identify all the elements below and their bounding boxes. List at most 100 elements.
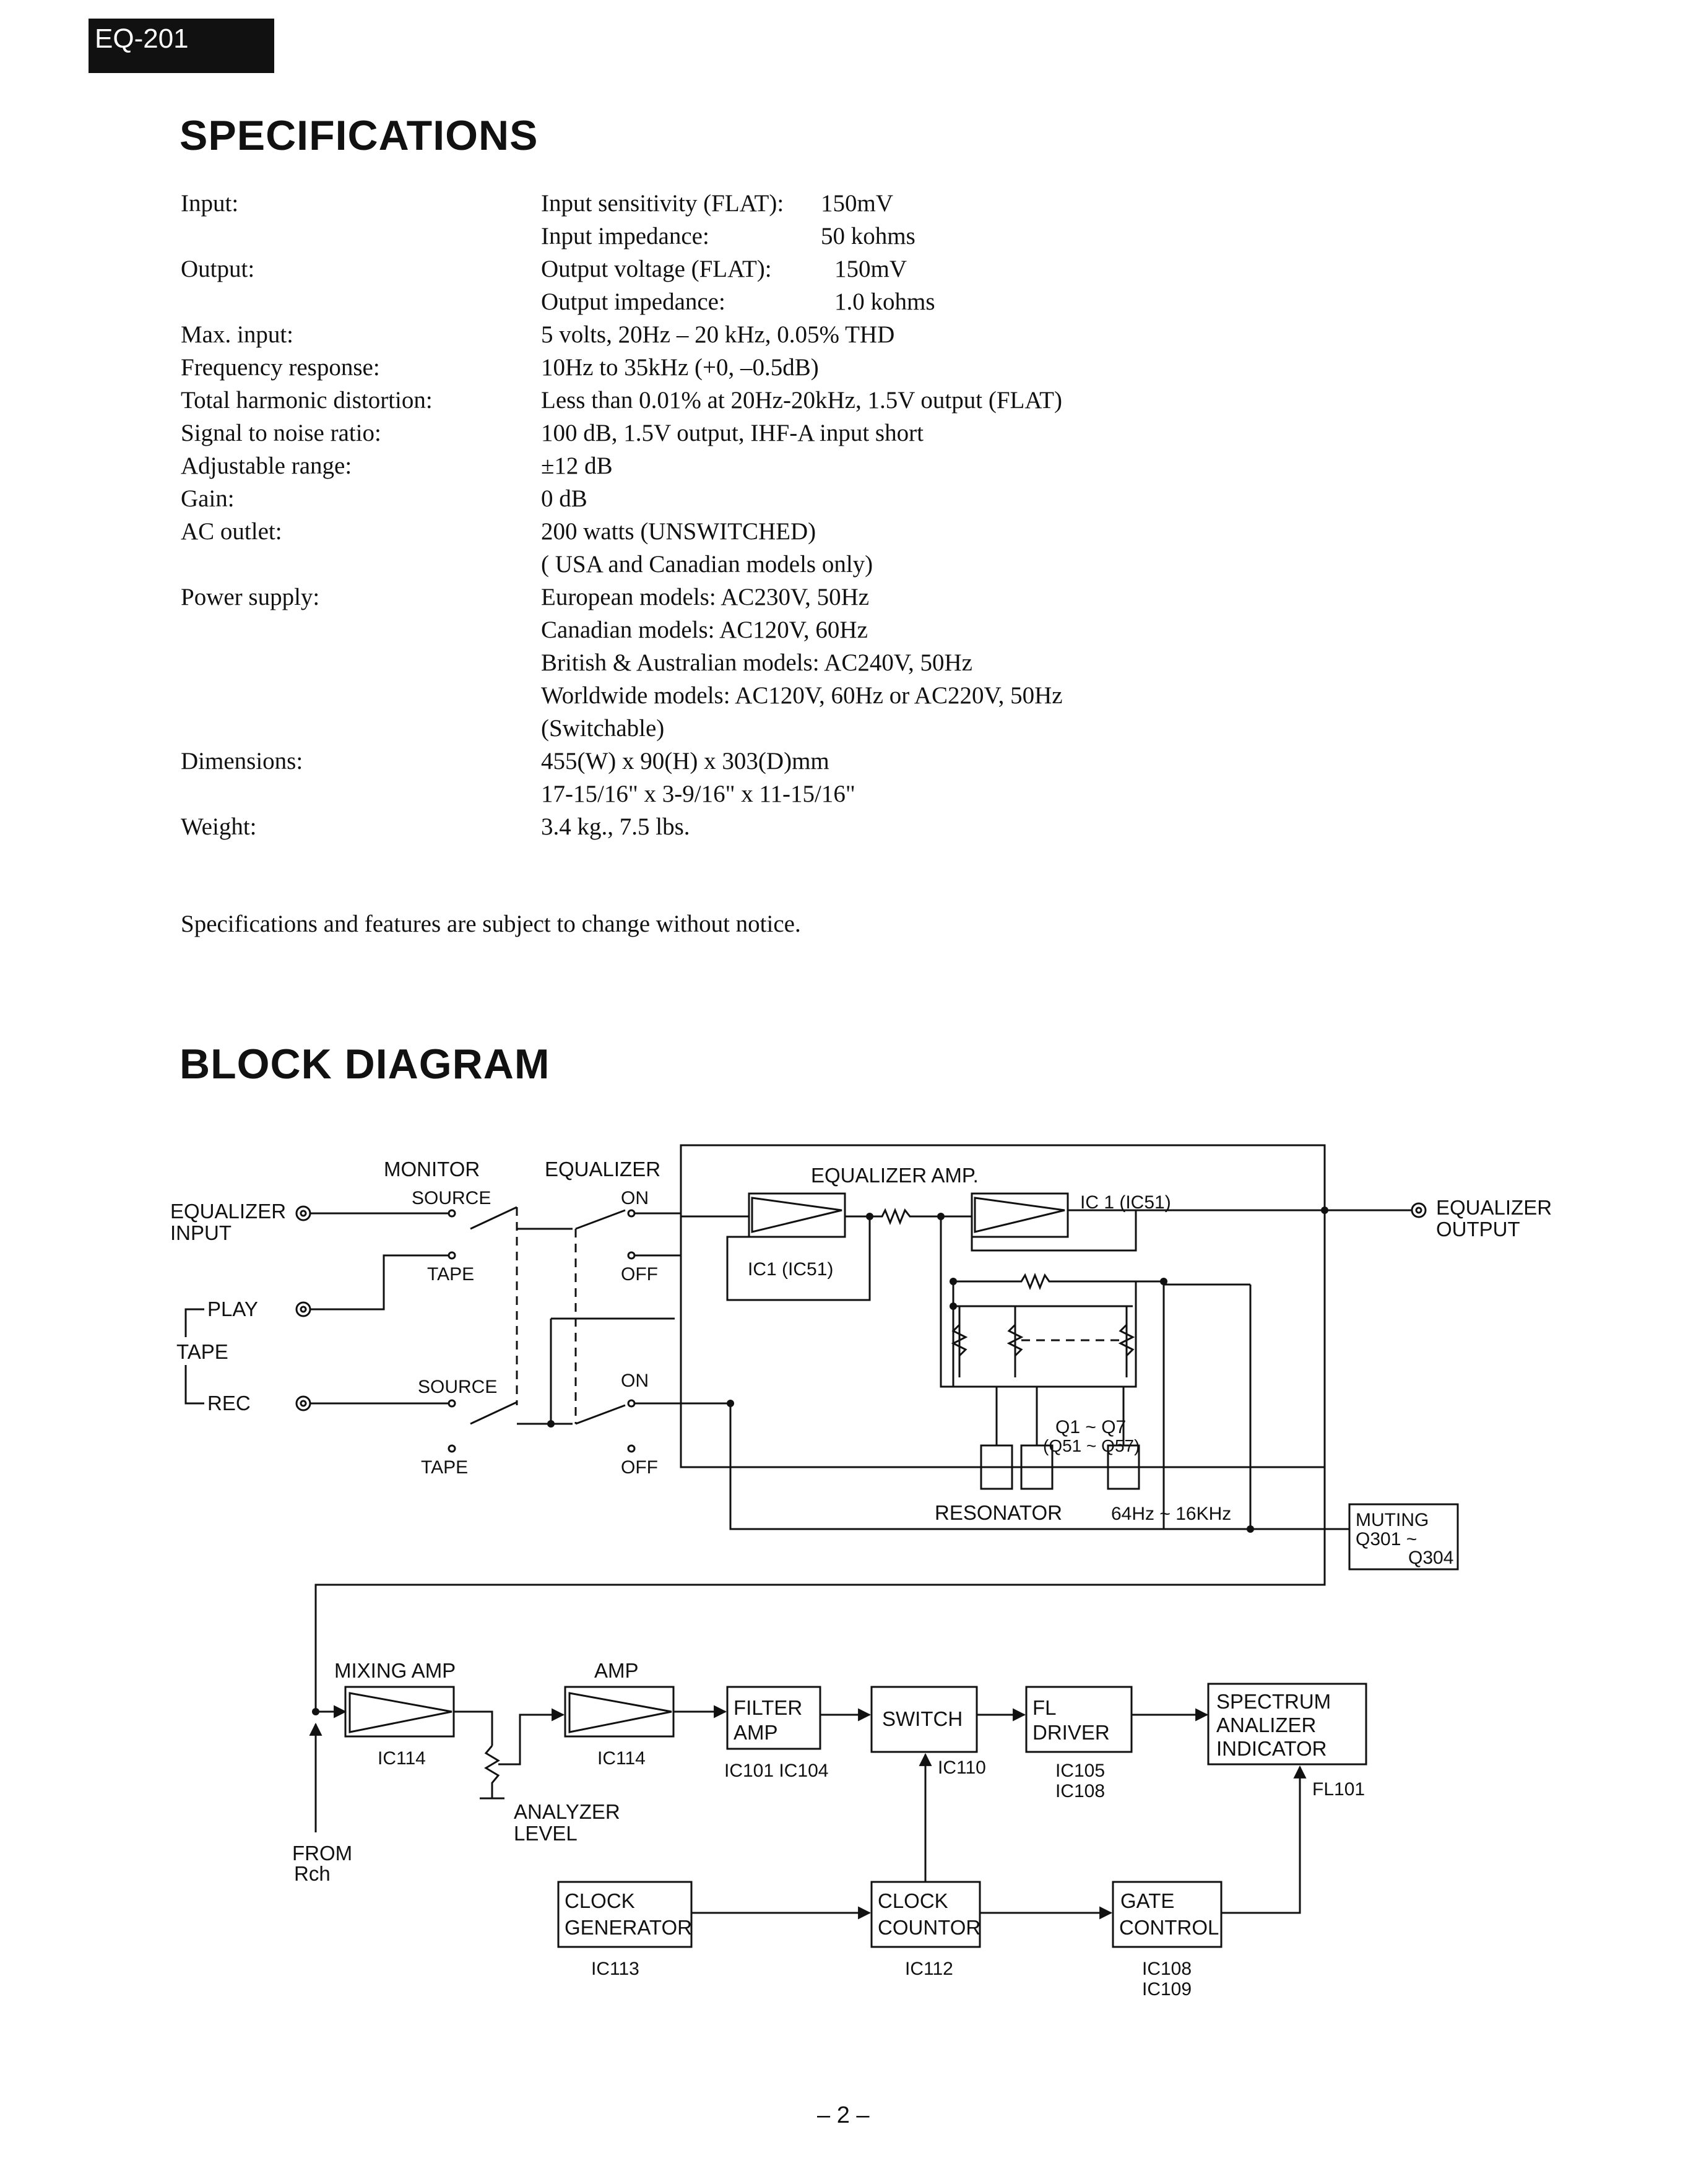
equalizer-amp-frame: [680, 1144, 1326, 1468]
spectrum-analizer-indicator-block: [1207, 1683, 1367, 1766]
label-play: PLAY: [207, 1298, 258, 1320]
equalizer-output-jack: [1411, 1202, 1427, 1218]
spec-row: Gain: 0 dB: [181, 482, 1233, 515]
label-muting-2: Q301 ~: [1356, 1529, 1417, 1549]
spec-value-part: 100 dB, 1.5V output, IHF-A input short: [541, 420, 924, 446]
label-from-1: FROM: [292, 1842, 352, 1865]
label-tape-bottom: TAPE: [421, 1457, 468, 1478]
spec-value-part: 3.4 kg., 7.5 lbs.: [541, 813, 690, 840]
label-analyzer-1: ANALYZER: [514, 1800, 620, 1823]
spec-value-line: 100 dB, 1.5V output, IHF-A input short: [541, 417, 1222, 449]
label-filter-2: AMP: [734, 1721, 778, 1744]
label-spectrum-3: INDICATOR: [1216, 1737, 1327, 1760]
label-fl-1: FL: [1032, 1696, 1057, 1719]
spec-value-part: 17-15/16" x 3-9/16" x 11-15/16": [541, 781, 855, 807]
ic1-right-amp-triangle: [974, 1197, 1065, 1233]
label-spectrum-1: SPECTRUM: [1216, 1690, 1331, 1713]
label-amp: AMP: [594, 1659, 639, 1682]
monitor-switch-lever-top: [470, 1206, 517, 1230]
ic1-left-amp-triangle: [751, 1197, 842, 1233]
spec-value-part: Input sensitivity (FLAT):: [541, 190, 784, 217]
spec-row: Adjustable range:±12 dB: [181, 449, 1233, 482]
label-filter-1: FILTER: [734, 1696, 802, 1719]
specifications-note: Specifications and features are subject …: [181, 911, 801, 937]
spec-value-line: European models: AC230V, 50Hz: [541, 581, 1222, 613]
monitor-switch-tape-top: [448, 1251, 456, 1260]
spec-row: Max. input:5 volts, 20Hz – 20 kHz, 0.05%…: [181, 318, 1233, 351]
label-gate-control-ic2: IC109: [1142, 1979, 1192, 2000]
spec-value-line: 3.4 kg., 7.5 lbs.: [541, 810, 1222, 843]
spec-value-line: 200 watts (UNSWITCHED): [541, 515, 1222, 548]
spec-label: Gain:: [181, 485, 235, 512]
muting-block: [1348, 1503, 1459, 1571]
label-clock-generator-2: GENERATOR: [565, 1916, 692, 1939]
equalizer-switch-lever-bottom: [575, 1404, 626, 1425]
label-equalizer-switch: EQUALIZER: [545, 1158, 660, 1181]
label-muting-1: MUTING: [1356, 1510, 1429, 1530]
label-ic1-left: IC1 (IC51): [748, 1259, 833, 1280]
label-ic1-right: IC 1 (IC51): [1080, 1192, 1171, 1213]
label-gate-control-ic1: IC108: [1142, 1959, 1192, 1979]
label-eq-output-1: EQUALIZER: [1436, 1196, 1552, 1219]
label-clock-generator-1: CLOCK: [565, 1889, 635, 1912]
label-fl-ic1: IC105: [1055, 1761, 1105, 1781]
spec-value-line: 0 dB: [541, 482, 1222, 515]
block-diagram-heading: BLOCK DIAGRAM: [180, 1041, 550, 1088]
spec-value-part: Canadian models: AC120V, 60Hz: [541, 617, 868, 643]
label-eq-output-2: OUTPUT: [1436, 1218, 1520, 1241]
label-clock-countor-ic: IC112: [905, 1959, 953, 1979]
spec-value-line: Less than 0.01% at 20Hz-20kHz, 1.5V outp…: [541, 384, 1222, 417]
fl-driver-block: [1025, 1686, 1133, 1753]
label-eq-input-1: EQUALIZER: [170, 1200, 286, 1223]
spec-value-part: Output impedance:: [541, 288, 725, 315]
label-monitor: MONITOR: [384, 1158, 480, 1181]
label-gate-control-2: CONTROL: [1119, 1916, 1219, 1939]
spec-value-line: 455(W) x 90(H) x 303(D)mm: [541, 745, 1222, 778]
label-clock-countor-2: COUNTOR: [878, 1916, 980, 1939]
spec-value-line: 10Hz to 35kHz (+0, –0.5dB): [541, 351, 1222, 384]
spec-value-part: Input impedance:: [541, 223, 709, 249]
spec-value-part: 10Hz to 35kHz (+0, –0.5dB): [541, 354, 819, 381]
spec-value-part: 200 watts (UNSWITCHED): [541, 518, 816, 545]
label-rec: REC: [207, 1392, 251, 1415]
spec-label: Dimensions:: [181, 748, 303, 774]
label-ic114-a: IC114: [378, 1748, 426, 1769]
spec-value-line: ±12 dB: [541, 449, 1222, 482]
spec-value-part: 1.0 kohms: [834, 288, 935, 315]
label-on-bottom: ON: [621, 1371, 649, 1391]
spec-label: Frequency response:: [181, 354, 380, 381]
switch-block: [870, 1686, 978, 1753]
spec-value-line: Worldwide models: AC120V, 60Hz or AC220V…: [541, 679, 1222, 712]
spec-value-line: ( USA and Canadian models only): [541, 548, 1222, 581]
label-fl-2: DRIVER: [1032, 1721, 1110, 1744]
ic1-left-amp: [748, 1192, 846, 1238]
label-from-2: Rch: [294, 1862, 331, 1885]
spec-label: Weight:: [181, 813, 257, 840]
spec-value-line: Canadian models: AC120V, 60Hz: [541, 613, 1222, 646]
spec-label: Input:: [181, 190, 239, 217]
label-analyzer-2: LEVEL: [514, 1822, 578, 1845]
block-diagram: EQUALIZER INPUT MONITOR EQUALIZER SOURCE…: [170, 1144, 1552, 2000]
spec-row: Power supply:European models: AC230V, 50…: [181, 581, 1233, 745]
equalizer-switch-lever-top: [575, 1209, 626, 1230]
spec-label: AC outlet:: [181, 518, 282, 545]
spec-label: Max. input:: [181, 321, 293, 348]
spec-value-part: 150mV: [821, 190, 893, 217]
label-q51-q57: (Q51 ~ Q57): [1043, 1436, 1140, 1455]
spec-value-line: Output voltage (FLAT):150mV: [541, 253, 1222, 285]
spec-label: Signal to noise ratio:: [181, 420, 381, 446]
mixing-amp-triangle: [348, 1692, 452, 1733]
spec-value-line: (Switchable): [541, 712, 1222, 745]
page-number: – 2 –: [817, 2102, 870, 2128]
label-clock-countor-1: CLOCK: [878, 1889, 948, 1912]
model-tag: EQ-201: [89, 19, 274, 73]
spec-value-line: British & Australian models: AC240V, 50H…: [541, 646, 1222, 679]
label-ic114-b: IC114: [597, 1748, 646, 1769]
clock-generator-block: [557, 1881, 693, 1948]
gate-control-block: [1112, 1881, 1223, 1948]
rec-jack: [295, 1395, 311, 1411]
label-switch-ic: IC110: [938, 1757, 986, 1778]
amp-triangle: [568, 1692, 672, 1733]
label-muting-3: Q304: [1408, 1548, 1453, 1568]
spec-value-part: ( USA and Canadian models only): [541, 551, 873, 578]
